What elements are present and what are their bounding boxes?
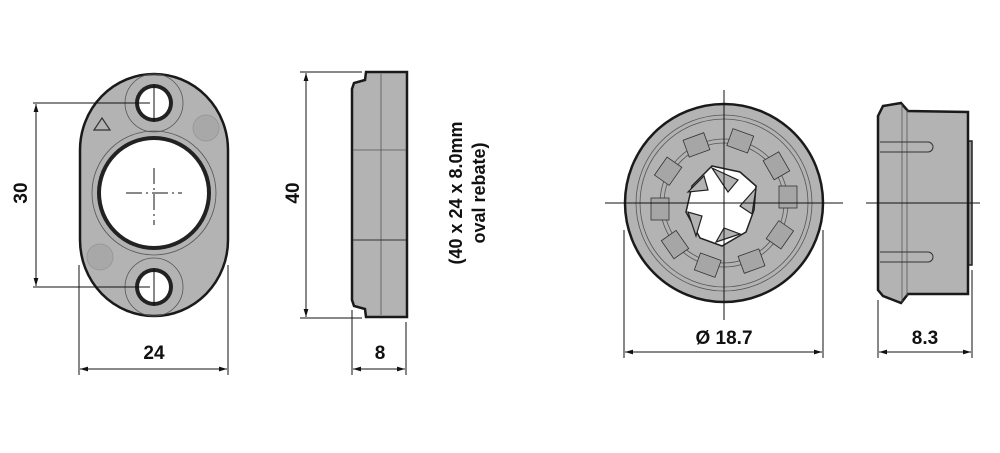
recycle-icon (92, 116, 112, 131)
dimension-label: 40 (283, 182, 304, 203)
dimension-label: 8 (375, 343, 386, 364)
rebate-note-line1: (40 x 24 x 8.0mm (446, 121, 466, 264)
dimension-24: 24 (78, 265, 229, 375)
round-insert-side-view (866, 101, 980, 305)
oval-rose-side-view (350, 70, 409, 319)
dimension-label: 8.3 (912, 328, 938, 349)
rebate-note: (40 x 24 x 8.0mm oval rebate) (446, 121, 489, 264)
round-insert-front-view (605, 90, 843, 320)
dimension-8: 8 (351, 310, 407, 375)
dimension-label: 30 (11, 182, 32, 203)
dimension-40: 40 (283, 71, 362, 319)
dimension-diameter-18-7: Ø 18.7 (623, 230, 824, 358)
dimension-8-3: 8.3 (877, 270, 973, 358)
dimension-label: Ø 18.7 (695, 328, 752, 349)
dimension-label: 24 (143, 343, 165, 364)
oval-rose-front-view (78, 72, 230, 318)
rebate-note-line2: oval rebate) (469, 142, 489, 243)
dimension-30: 30 (11, 102, 150, 288)
